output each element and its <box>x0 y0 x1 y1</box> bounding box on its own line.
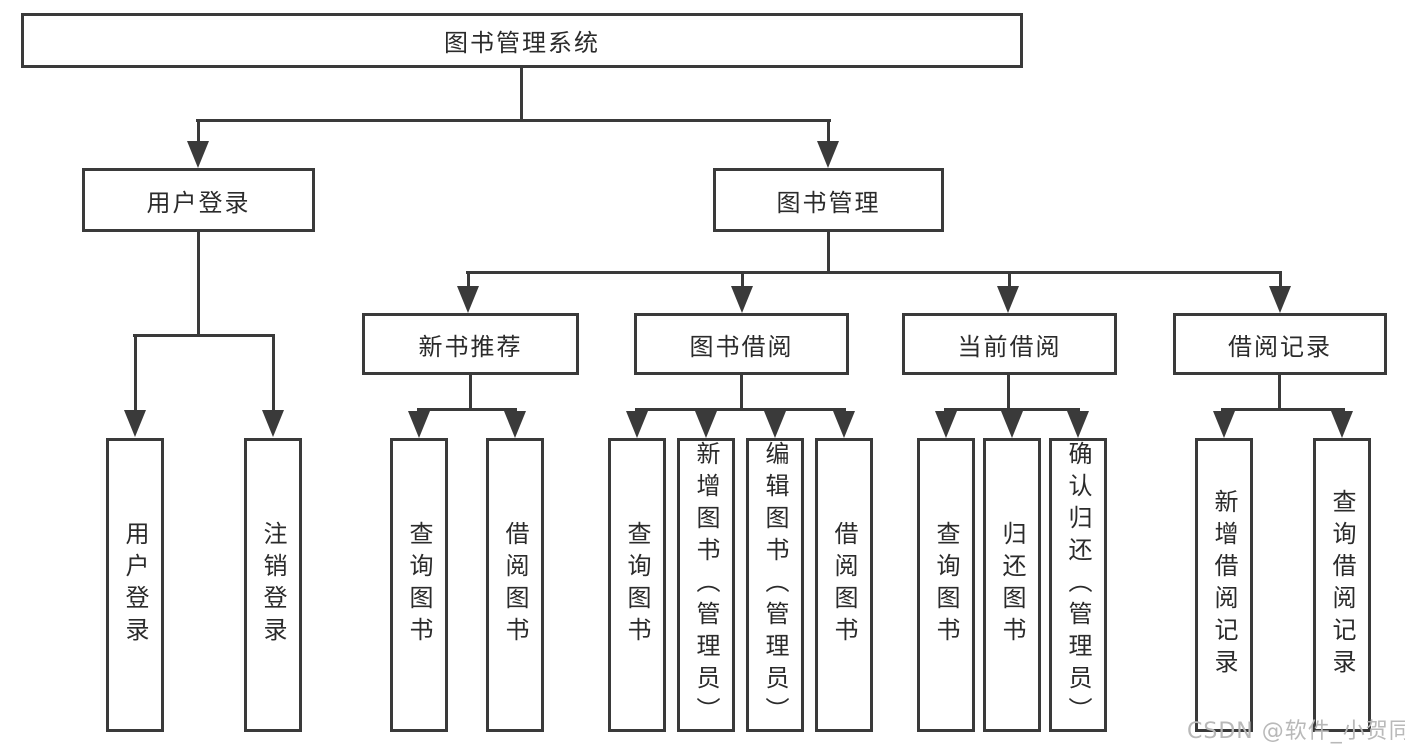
connector-line <box>133 334 275 337</box>
leaf-bb-borrow-books: 借阅图书 <box>815 438 873 732</box>
connector-line <box>417 408 517 411</box>
leaf-br-query-record: 查询借阅记录 <box>1313 438 1371 732</box>
connector-line <box>196 119 831 122</box>
leaf-bb-query-books: 查询图书 <box>608 438 666 732</box>
connector-line <box>1278 375 1281 410</box>
leaf-bb-edit-books-admin: 编辑图书（管理员） <box>746 438 804 732</box>
leaf-label: 查询图书 <box>932 521 960 649</box>
arrow-down-icon <box>504 411 526 438</box>
leaf-nb-query-books: 查询图书 <box>390 438 448 732</box>
arrow-down-icon <box>262 410 284 437</box>
leaf-label: 查询借阅记录 <box>1328 489 1356 681</box>
arrow-down-icon <box>731 286 753 313</box>
arrow-down-icon <box>626 411 648 438</box>
leaf-label: 借阅图书 <box>501 521 529 649</box>
connector-line <box>467 271 470 288</box>
arrow-down-icon <box>124 410 146 437</box>
leaf-label: 用户登录 <box>121 521 149 649</box>
connector-line <box>1221 408 1345 411</box>
node-system-root: 图书管理系统 <box>21 13 1023 68</box>
arrow-down-icon <box>457 286 479 313</box>
node-label: 当前借阅 <box>957 332 1062 361</box>
connector-line <box>635 408 846 411</box>
arrow-down-icon <box>817 141 839 168</box>
leaf-cb-confirm-return-admin: 确认归还（管理员） <box>1049 438 1107 732</box>
arrow-down-icon <box>695 411 717 438</box>
arrow-down-icon <box>1213 411 1235 438</box>
leaf-br-add-record: 新增借阅记录 <box>1195 438 1253 732</box>
arrow-down-icon <box>833 411 855 438</box>
watermark: CSDN @软件_小贺同学 <box>1187 719 1405 744</box>
connector-line <box>197 119 200 145</box>
node-label: 借阅记录 <box>1228 332 1332 361</box>
node-book-borrowing: 图书借阅 <box>634 313 849 375</box>
connector-line <box>1279 271 1282 288</box>
node-label: 图书管理系统 <box>444 29 600 57</box>
leaf-label: 借阅图书 <box>830 521 858 649</box>
connector-line <box>466 271 1282 274</box>
leaf-cb-return-books: 归还图书 <box>983 438 1041 732</box>
node-label: 图书管理 <box>776 188 881 217</box>
arrow-down-icon <box>997 286 1019 313</box>
connector-line <box>827 232 830 273</box>
leaf-logout: 注销登录 <box>244 438 302 732</box>
connector-line <box>272 334 275 411</box>
connector-line <box>741 271 744 288</box>
leaf-user-login: 用户登录 <box>106 438 164 732</box>
leaf-label: 注销登录 <box>259 521 287 649</box>
connector-line <box>197 232 200 336</box>
leaf-label: 新增借阅记录 <box>1210 489 1238 681</box>
node-current-borrowing: 当前借阅 <box>902 313 1117 375</box>
connector-line <box>1007 375 1010 410</box>
leaf-label: 确认归还（管理员） <box>1064 441 1092 729</box>
connector-line <box>827 119 830 145</box>
arrow-down-icon <box>935 411 957 438</box>
leaf-label: 查询图书 <box>405 521 433 649</box>
leaf-label: 新增图书（管理员） <box>692 441 720 729</box>
arrow-down-icon <box>408 411 430 438</box>
node-new-book-recommend: 新书推荐 <box>362 313 579 375</box>
connector-line <box>944 408 1080 411</box>
connector-line <box>1008 271 1011 288</box>
node-label: 用户登录 <box>146 188 251 217</box>
arrow-down-icon <box>1269 286 1291 313</box>
arrow-down-icon <box>1067 411 1089 438</box>
leaf-bb-add-books-admin: 新增图书（管理员） <box>677 438 735 732</box>
arrow-down-icon <box>1001 411 1023 438</box>
leaf-label: 编辑图书（管理员） <box>761 441 789 729</box>
node-borrowing-records: 借阅记录 <box>1173 313 1387 375</box>
node-label: 新书推荐 <box>418 332 523 361</box>
connector-line <box>469 375 472 410</box>
connector-line <box>134 334 137 411</box>
leaf-nb-borrow-books: 借阅图书 <box>486 438 544 732</box>
leaf-label: 归还图书 <box>998 521 1026 649</box>
node-book-management: 图书管理 <box>713 168 944 232</box>
connector-line <box>740 375 743 410</box>
node-label: 图书借阅 <box>689 332 794 361</box>
arrow-down-icon <box>1331 411 1353 438</box>
leaf-cb-query-books: 查询图书 <box>917 438 975 732</box>
arrow-down-icon <box>764 411 786 438</box>
leaf-label: 查询图书 <box>623 521 651 649</box>
node-user-login: 用户登录 <box>82 168 315 232</box>
connector-line <box>520 68 523 120</box>
arrow-down-icon <box>187 141 209 168</box>
